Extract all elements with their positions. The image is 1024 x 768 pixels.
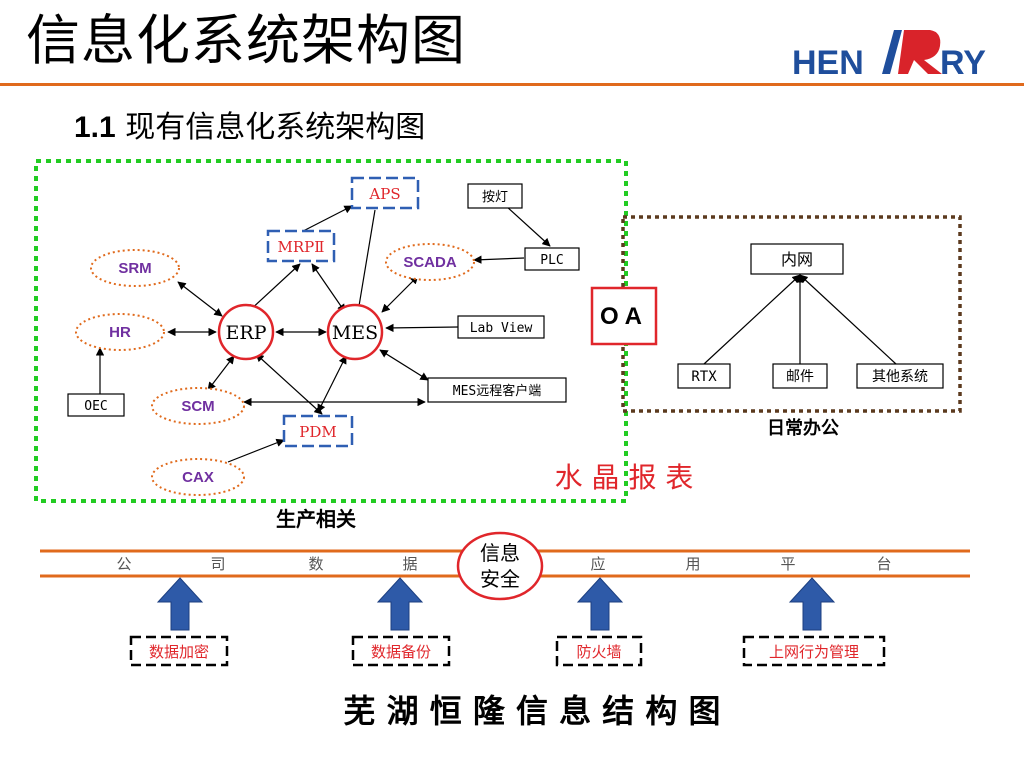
edge-mes-pdm bbox=[317, 355, 347, 413]
logo-left-text: HEN bbox=[792, 44, 864, 82]
measure-firewall: 防火墙 bbox=[576, 643, 621, 661]
oec-box bbox=[67, 393, 125, 417]
srm-label: SRM bbox=[118, 260, 151, 277]
edge-erp-mrp bbox=[247, 263, 301, 313]
scada-label: SCADA bbox=[403, 254, 457, 271]
security-ellipse bbox=[456, 531, 544, 601]
measure-box-backup bbox=[351, 635, 451, 667]
security-line-1: 信息 bbox=[480, 541, 520, 565]
edge-srm-erp bbox=[177, 281, 223, 317]
measure-box-behavior bbox=[742, 635, 886, 667]
edge-mes-scada bbox=[381, 275, 419, 313]
slide-title: 信息化系统架构图 bbox=[26, 9, 466, 72]
pdm-box bbox=[282, 414, 354, 448]
edge-erp-pdm bbox=[255, 353, 323, 415]
measure-box-firewall bbox=[555, 635, 643, 667]
measure-backup: 数据备份 bbox=[371, 643, 431, 661]
mes-remote-box bbox=[427, 377, 567, 403]
platform-char-8: 台 bbox=[876, 555, 891, 573]
rtx-box bbox=[677, 363, 731, 389]
up-arrows bbox=[156, 577, 836, 631]
edge-cax-pdm bbox=[227, 438, 285, 463]
aps-label: APS bbox=[368, 185, 400, 203]
edge-button-plc bbox=[505, 205, 551, 247]
edge-mes-remote bbox=[379, 349, 429, 381]
platform-char-6: 用 bbox=[685, 555, 700, 573]
mes-circle bbox=[326, 303, 384, 361]
mrp-label: MRPⅡ bbox=[278, 238, 325, 256]
office-caption: 日常办公 bbox=[767, 417, 839, 439]
pdm-label: PDM bbox=[299, 423, 336, 441]
platform-char-2: 司 bbox=[210, 555, 225, 573]
erp-label: ERP bbox=[226, 322, 267, 344]
platform-text: 公 司 数 据 应 用 平 台 bbox=[116, 555, 891, 573]
mrp-box bbox=[266, 229, 336, 263]
platform-char-4: 据 bbox=[402, 555, 417, 573]
edge-other-intranet bbox=[799, 274, 897, 365]
hr-ellipse bbox=[75, 313, 165, 351]
platform-char-7: 平 bbox=[780, 555, 795, 573]
title-rule bbox=[0, 83, 1024, 86]
platform-char-1: 公 bbox=[116, 555, 131, 573]
security-line-2: 安全 bbox=[480, 567, 520, 591]
logo-slash-shape bbox=[882, 30, 902, 74]
plc-label: PLC bbox=[540, 253, 563, 268]
up-arrow-icon bbox=[788, 577, 836, 631]
crystal-reports-label: 水 晶 报 表 bbox=[555, 461, 694, 494]
cax-ellipse bbox=[151, 458, 245, 496]
button-light-box bbox=[467, 183, 523, 209]
edge-aps-mes bbox=[355, 209, 376, 313]
edge-scm-erp bbox=[207, 355, 235, 391]
subtitle-number: 1.1 bbox=[74, 111, 116, 144]
intranet-label: 内网 bbox=[781, 250, 813, 269]
srm-ellipse bbox=[90, 249, 180, 287]
section-subtitle: 1.1 现有信息化系统架构图 bbox=[74, 106, 425, 150]
oa-box bbox=[590, 286, 658, 346]
other-systems-box bbox=[856, 363, 944, 389]
office-boundary bbox=[621, 215, 962, 413]
intranet-box bbox=[750, 243, 844, 275]
production-caption: 生产相关 bbox=[276, 507, 356, 531]
oec-label: OEC bbox=[84, 399, 107, 414]
henry-logo: HEN RY bbox=[792, 30, 986, 82]
up-arrow-icon bbox=[576, 577, 624, 631]
aps-box bbox=[350, 176, 420, 210]
other-systems-label: 其他系统 bbox=[872, 369, 928, 385]
platform-char-5: 应 bbox=[590, 555, 605, 573]
labview-label: Lab View bbox=[470, 321, 533, 336]
edge-mrp-mes bbox=[311, 263, 346, 313]
up-arrow-icon bbox=[156, 577, 204, 631]
edge-rtx-intranet bbox=[703, 274, 801, 365]
edge-labview-mes bbox=[385, 323, 459, 333]
rtx-label: RTX bbox=[691, 369, 717, 385]
platform-char-3: 数 bbox=[308, 555, 323, 573]
measure-encryption: 数据加密 bbox=[149, 643, 209, 661]
mail-label: 邮件 bbox=[786, 369, 814, 385]
scada-ellipse bbox=[385, 243, 475, 281]
office-edges bbox=[703, 274, 897, 365]
measure-behavior: 上网行为管理 bbox=[769, 643, 859, 661]
oa-label: OA bbox=[600, 303, 648, 330]
logo-r-shape bbox=[898, 30, 942, 74]
plc-box bbox=[524, 247, 580, 271]
button-light-label: 按灯 bbox=[482, 190, 508, 205]
measure-box-encryption bbox=[129, 635, 229, 667]
up-arrow-icon bbox=[376, 577, 424, 631]
labview-box bbox=[457, 315, 545, 339]
mail-box bbox=[772, 363, 828, 389]
hr-label: HR bbox=[109, 324, 131, 341]
footer-title: 芜 湖 恒 隆 信 息 结 构 图 bbox=[343, 692, 720, 730]
mes-remote-label: MES远程客户端 bbox=[453, 383, 541, 399]
scm-ellipse bbox=[151, 387, 245, 425]
cax-label: CAX bbox=[182, 469, 214, 486]
logo-right-text: RY bbox=[940, 44, 986, 82]
edge-plc-scada bbox=[473, 255, 525, 264]
erp-circle bbox=[217, 303, 275, 361]
subtitle-text: 现有信息化系统架构图 bbox=[125, 110, 426, 145]
scm-label: SCM bbox=[181, 398, 214, 415]
production-edges bbox=[95, 205, 551, 463]
mes-label: MES bbox=[332, 322, 378, 344]
